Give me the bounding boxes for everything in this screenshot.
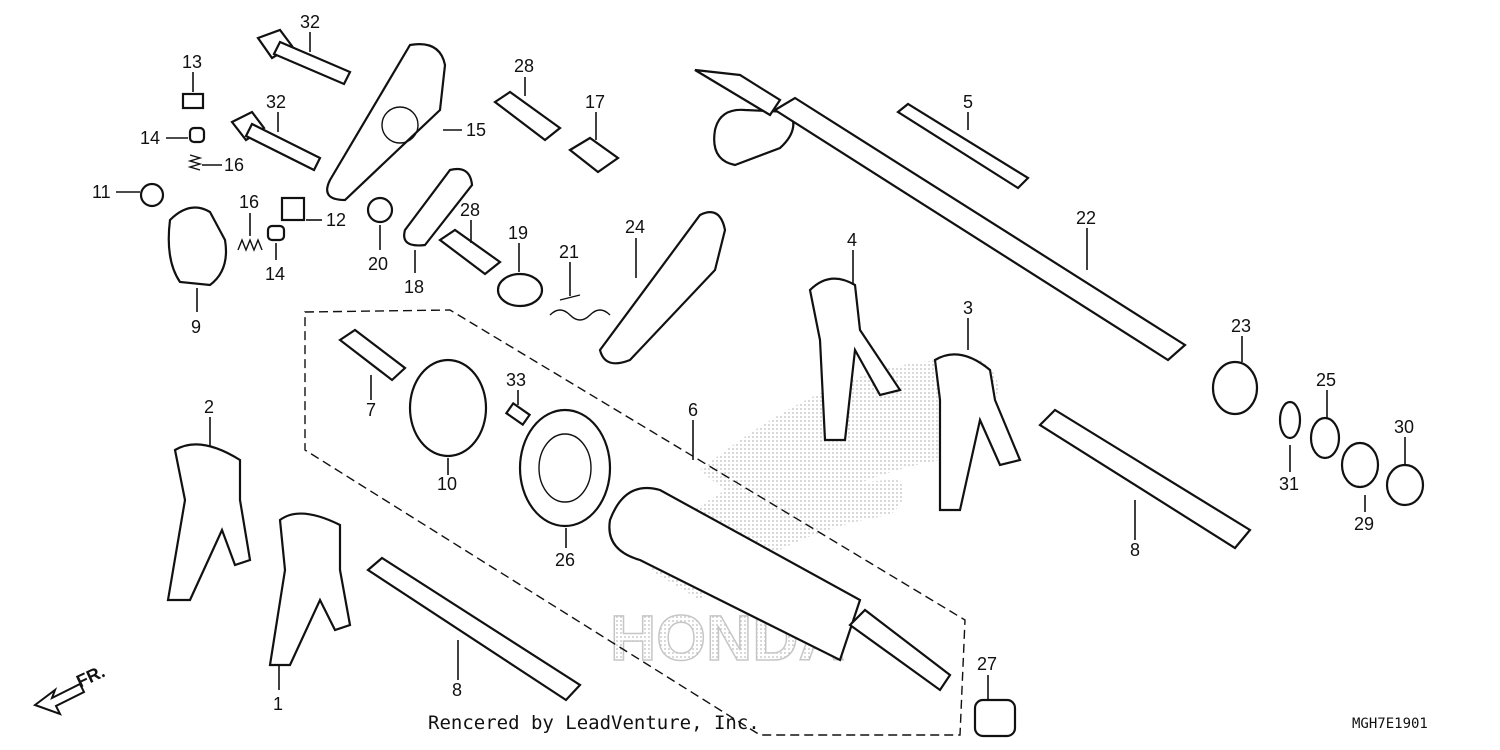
callout-6: 6 [688, 400, 698, 420]
callout-32-lower: 32 [266, 92, 286, 112]
shift-arm-24 [598, 211, 727, 365]
callout-23: 23 [1231, 316, 1251, 336]
callout-17: 17 [585, 92, 605, 112]
shift-fork-2 [166, 443, 252, 602]
callout-2: 2 [204, 397, 214, 417]
seal-30 [1385, 463, 1425, 507]
callout-11: 11 [92, 182, 111, 202]
shaft-5 [896, 102, 1030, 190]
stopper-13 [181, 92, 205, 110]
spring-21 [549, 294, 611, 321]
callout-12: 12 [326, 210, 346, 230]
callout-28-upper: 28 [514, 56, 534, 76]
callout-22: 22 [1076, 208, 1096, 228]
callout-32-upper: 32 [300, 12, 320, 32]
pin-14-lower [266, 224, 286, 242]
collar-19 [496, 272, 544, 308]
callout-15: 15 [466, 120, 486, 140]
shift-drum-6 [608, 486, 952, 692]
spring-16-upper [187, 154, 203, 171]
spring-16-lower [237, 238, 263, 252]
bolt-32-upper [256, 28, 352, 86]
shift-fork-3 [933, 353, 1022, 512]
washer-20 [366, 196, 394, 224]
callout-18: 18 [404, 277, 424, 297]
bearing-26 [518, 408, 612, 528]
callout-9: 9 [191, 317, 201, 337]
collar-28-upper [493, 90, 562, 142]
shift-fork-4 [808, 277, 902, 442]
shift-spindle-22 [694, 68, 1187, 362]
callout-14-lower: 14 [265, 264, 285, 284]
render-credit: Rencered by LeadVenture, Inc. [428, 712, 760, 734]
shift-fork-1 [268, 512, 352, 667]
spring-23 [1211, 360, 1259, 416]
callout-8-lower: 8 [452, 680, 462, 700]
callout-3: 3 [963, 298, 973, 318]
callout-21: 21 [559, 242, 579, 262]
fork-shaft-8-right [1038, 408, 1252, 550]
washer-11 [139, 182, 165, 208]
drum-center-10 [408, 358, 488, 458]
diagram-code: MGH7E1901 [1352, 716, 1428, 732]
callout-24: 24 [625, 217, 645, 237]
callout-13: 13 [182, 52, 202, 72]
leader-lines [116, 32, 1406, 700]
callout-29: 29 [1354, 514, 1374, 534]
callout-8-right: 8 [1130, 540, 1140, 560]
bolt-7 [338, 328, 407, 382]
plate-hole [381, 106, 419, 144]
bolt-32-lower [230, 110, 322, 172]
callout-4: 4 [847, 230, 857, 250]
bearing-27 [973, 698, 1017, 738]
callout-10: 10 [437, 474, 457, 494]
fork-shaft-8-lower [366, 556, 582, 702]
pin-14-upper [188, 126, 206, 144]
part-number-callouts: 32 32 13 14 16 11 12 16 14 9 15 20 18 28… [92, 12, 1414, 714]
bearing-29 [1340, 441, 1380, 489]
callout-1: 1 [273, 694, 283, 714]
callout-25: 25 [1316, 370, 1336, 390]
callout-27: 27 [977, 654, 997, 674]
callout-33: 33 [506, 370, 526, 390]
front-direction-arrow-icon: FR. [32, 661, 108, 716]
callout-28-lower: 28 [460, 200, 480, 220]
callout-16-upper: 16 [224, 155, 244, 175]
callout-5: 5 [963, 92, 973, 112]
collar-28-lower [438, 228, 502, 276]
callout-31: 31 [1279, 474, 1299, 494]
callout-30: 30 [1394, 417, 1414, 437]
shift-arm-9 [167, 206, 228, 287]
callout-7: 7 [366, 400, 376, 420]
callout-20: 20 [368, 254, 388, 274]
arm-18 [403, 167, 474, 247]
callout-14-upper: 14 [140, 128, 160, 148]
callout-26: 26 [555, 550, 575, 570]
callout-16-lower: 16 [239, 192, 259, 212]
clip-31 [1278, 400, 1302, 440]
washer-25 [1309, 416, 1341, 460]
stopper-12 [280, 196, 306, 222]
stopper-plate-15 [326, 43, 447, 202]
callout-19: 19 [508, 223, 528, 243]
assembly-boundary [304, 309, 966, 736]
collar-17 [568, 136, 620, 174]
pin-33 [504, 401, 532, 427]
